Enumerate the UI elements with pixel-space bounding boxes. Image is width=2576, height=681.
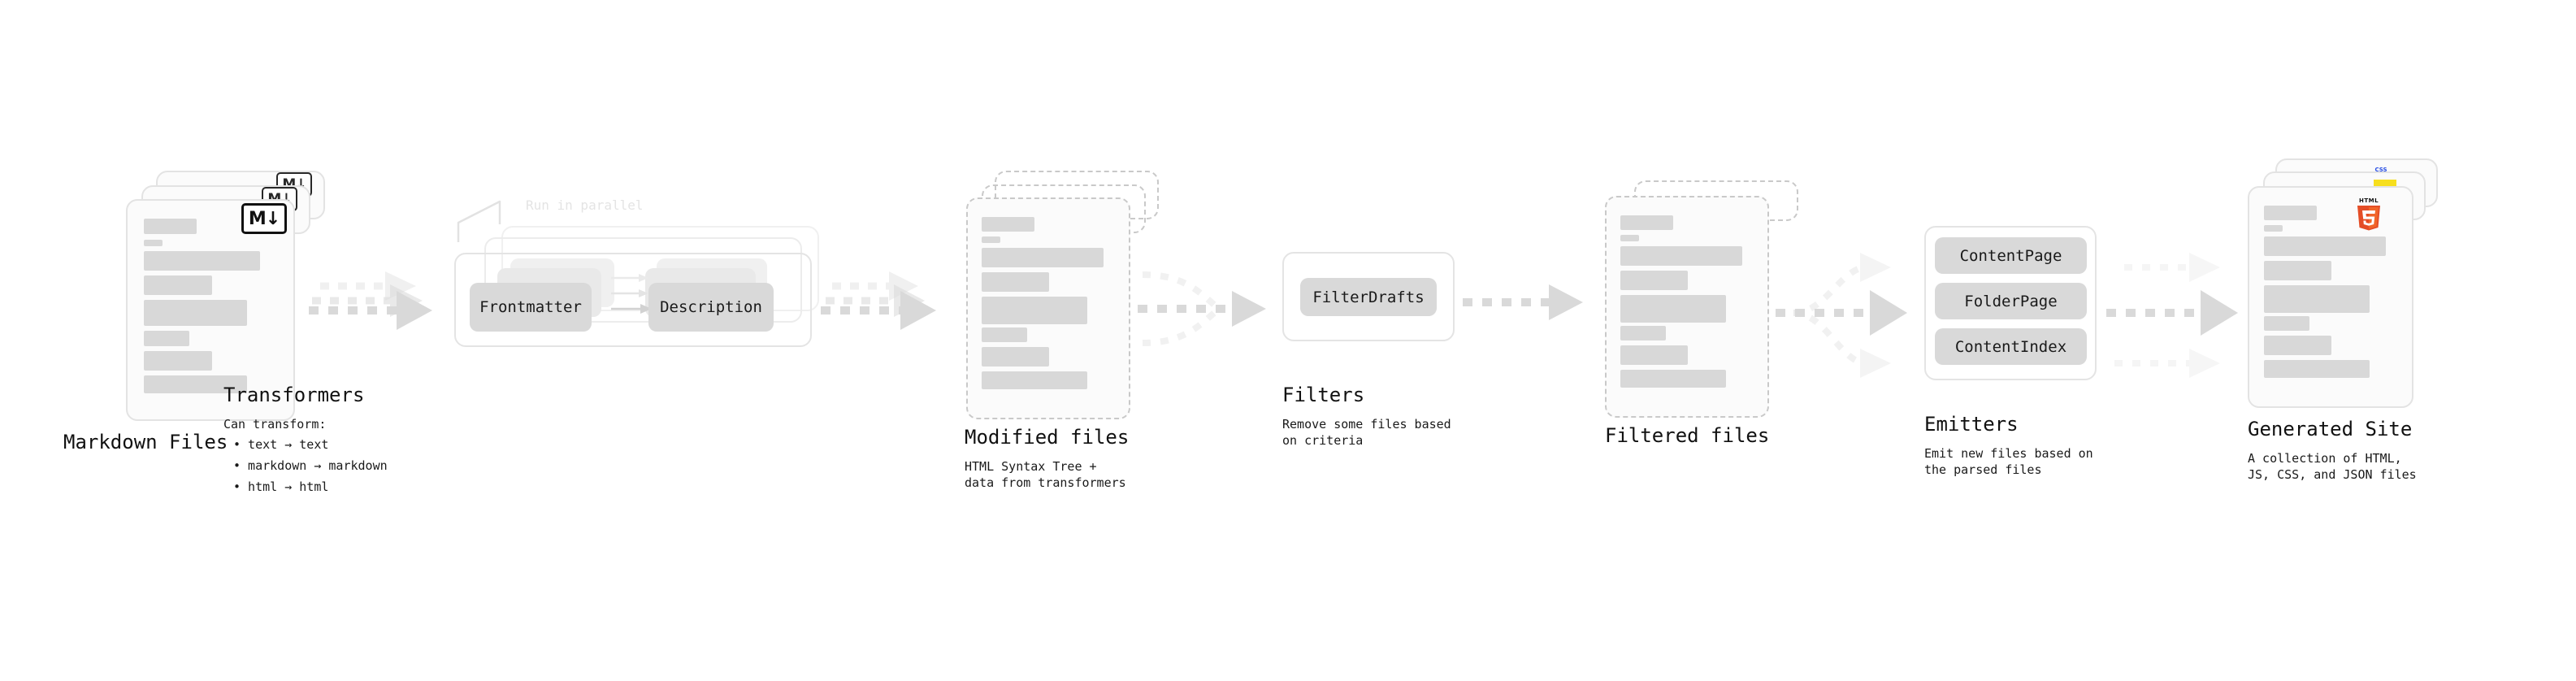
modified-files-caption: HTML Syntax Tree + data from transformer… — [965, 459, 1126, 491]
doc-skeleton-line — [144, 219, 197, 234]
doc-skeleton-line — [144, 240, 163, 246]
transformers-bullet-2: • html → html — [233, 479, 329, 494]
doc-skeleton-line — [982, 297, 1087, 324]
doc-skeleton-line — [982, 236, 1000, 243]
stage-title-generated-site: Generated Site — [2248, 418, 2413, 440]
emitter-chip-contentindex[interactable]: ContentIndex — [1935, 328, 2087, 365]
emitter-chip-label: ContentIndex — [1954, 337, 2067, 356]
modified-card-front — [966, 197, 1130, 419]
doc-skeleton-line — [2264, 285, 2370, 313]
transformers-group-mid — [484, 237, 802, 323]
doc-skeleton-line — [144, 300, 247, 326]
transformer-chip-description[interactable]: Description — [648, 283, 774, 332]
stage-title-filters: Filters — [1282, 384, 1365, 406]
doc-skeleton-line — [144, 275, 212, 295]
arrow-markdown-to-transformers — [309, 271, 432, 330]
doc-skeleton-line — [144, 351, 212, 371]
doc-skeleton-line — [2264, 236, 2386, 256]
transformers-bullet-1: • markdown → markdown — [233, 458, 388, 473]
doc-skeleton-line — [982, 272, 1049, 292]
stage-title-emitters: Emitters — [1924, 413, 2019, 436]
emitters-caption: Emit new files based on the parsed files — [1924, 446, 2093, 478]
doc-skeleton-line — [2264, 316, 2309, 331]
stage-title-markdown-files: Markdown Files — [63, 431, 228, 453]
emitter-chip-folderpage[interactable]: FolderPage — [1935, 283, 2087, 319]
transformer-chip-label: Description — [660, 298, 762, 316]
doc-skeleton-line — [144, 375, 247, 393]
doc-skeleton-line — [2264, 336, 2331, 355]
generated-site-caption: A collection of HTML, JS, CSS, and JSON … — [2248, 451, 2417, 483]
arrow-filters-to-filtered — [1463, 284, 1583, 320]
doc-skeleton-line — [982, 327, 1027, 342]
stage-title-modified-files: Modified files — [965, 426, 1130, 449]
doc-skeleton-line — [2264, 261, 2331, 280]
html5-icon: HTML — [2357, 197, 2380, 231]
emitter-chip-label: FolderPage — [1964, 292, 2058, 310]
stage-title-filtered-files: Filtered files — [1605, 424, 1770, 447]
filters-group — [1282, 252, 1455, 341]
markdown-icon: M↓ — [241, 203, 287, 234]
doc-skeleton-line — [2264, 206, 2317, 220]
transformer-chip-frontmatter[interactable]: Frontmatter — [470, 283, 592, 332]
transformers-bullet-0: • text → text — [233, 437, 329, 452]
arrow-filtered-to-emitters — [1776, 253, 1907, 378]
doc-skeleton-line — [1620, 326, 1666, 340]
doc-skeleton-line — [144, 331, 189, 346]
emitter-chip-contentpage[interactable]: ContentPage — [1935, 237, 2087, 274]
transformers-caption: Can transform: — [223, 417, 327, 432]
emitters-group — [1924, 226, 2097, 380]
svg-text:HTML: HTML — [2359, 197, 2379, 204]
doc-skeleton-line — [1620, 271, 1688, 290]
filtered-card-front — [1605, 196, 1769, 418]
site-card-front — [2248, 186, 2413, 408]
doc-skeleton-line — [982, 371, 1087, 389]
run-in-parallel-bracket — [457, 200, 501, 242]
arrow-transformers-to-modified — [821, 271, 936, 330]
filter-chip-label: FilterDrafts — [1312, 288, 1425, 306]
doc-skeleton-line — [1620, 345, 1688, 365]
css-icon-label: CSS — [2374, 167, 2387, 173]
doc-skeleton-line — [144, 251, 260, 271]
transformers-group — [454, 253, 812, 347]
transformer-chip-label: Frontmatter — [479, 298, 582, 316]
transformer-internal-arrows — [611, 274, 652, 314]
doc-skeleton-line — [982, 248, 1104, 267]
doc-skeleton-line — [982, 217, 1034, 232]
stage-title-transformers: Transformers — [223, 384, 365, 406]
markdown-card-front — [126, 199, 295, 421]
arrow-emitters-to-site — [2106, 253, 2238, 378]
arrow-modified-to-filters — [1138, 271, 1266, 346]
doc-skeleton-line — [982, 347, 1049, 367]
doc-skeleton-line — [2264, 225, 2283, 232]
doc-skeleton-line — [1620, 295, 1726, 323]
run-in-parallel-label: Run in parallel — [526, 197, 644, 213]
doc-skeleton-line — [1620, 235, 1639, 241]
doc-skeleton-line — [1620, 370, 1726, 388]
emitter-chip-label: ContentPage — [1959, 246, 2062, 265]
doc-skeleton-line — [1620, 246, 1742, 266]
doc-skeleton-line — [2264, 360, 2370, 378]
doc-skeleton-line — [1620, 215, 1673, 230]
filter-chip-filterdrafts[interactable]: FilterDrafts — [1300, 278, 1437, 316]
filters-caption: Remove some files based on criteria — [1282, 417, 1451, 449]
